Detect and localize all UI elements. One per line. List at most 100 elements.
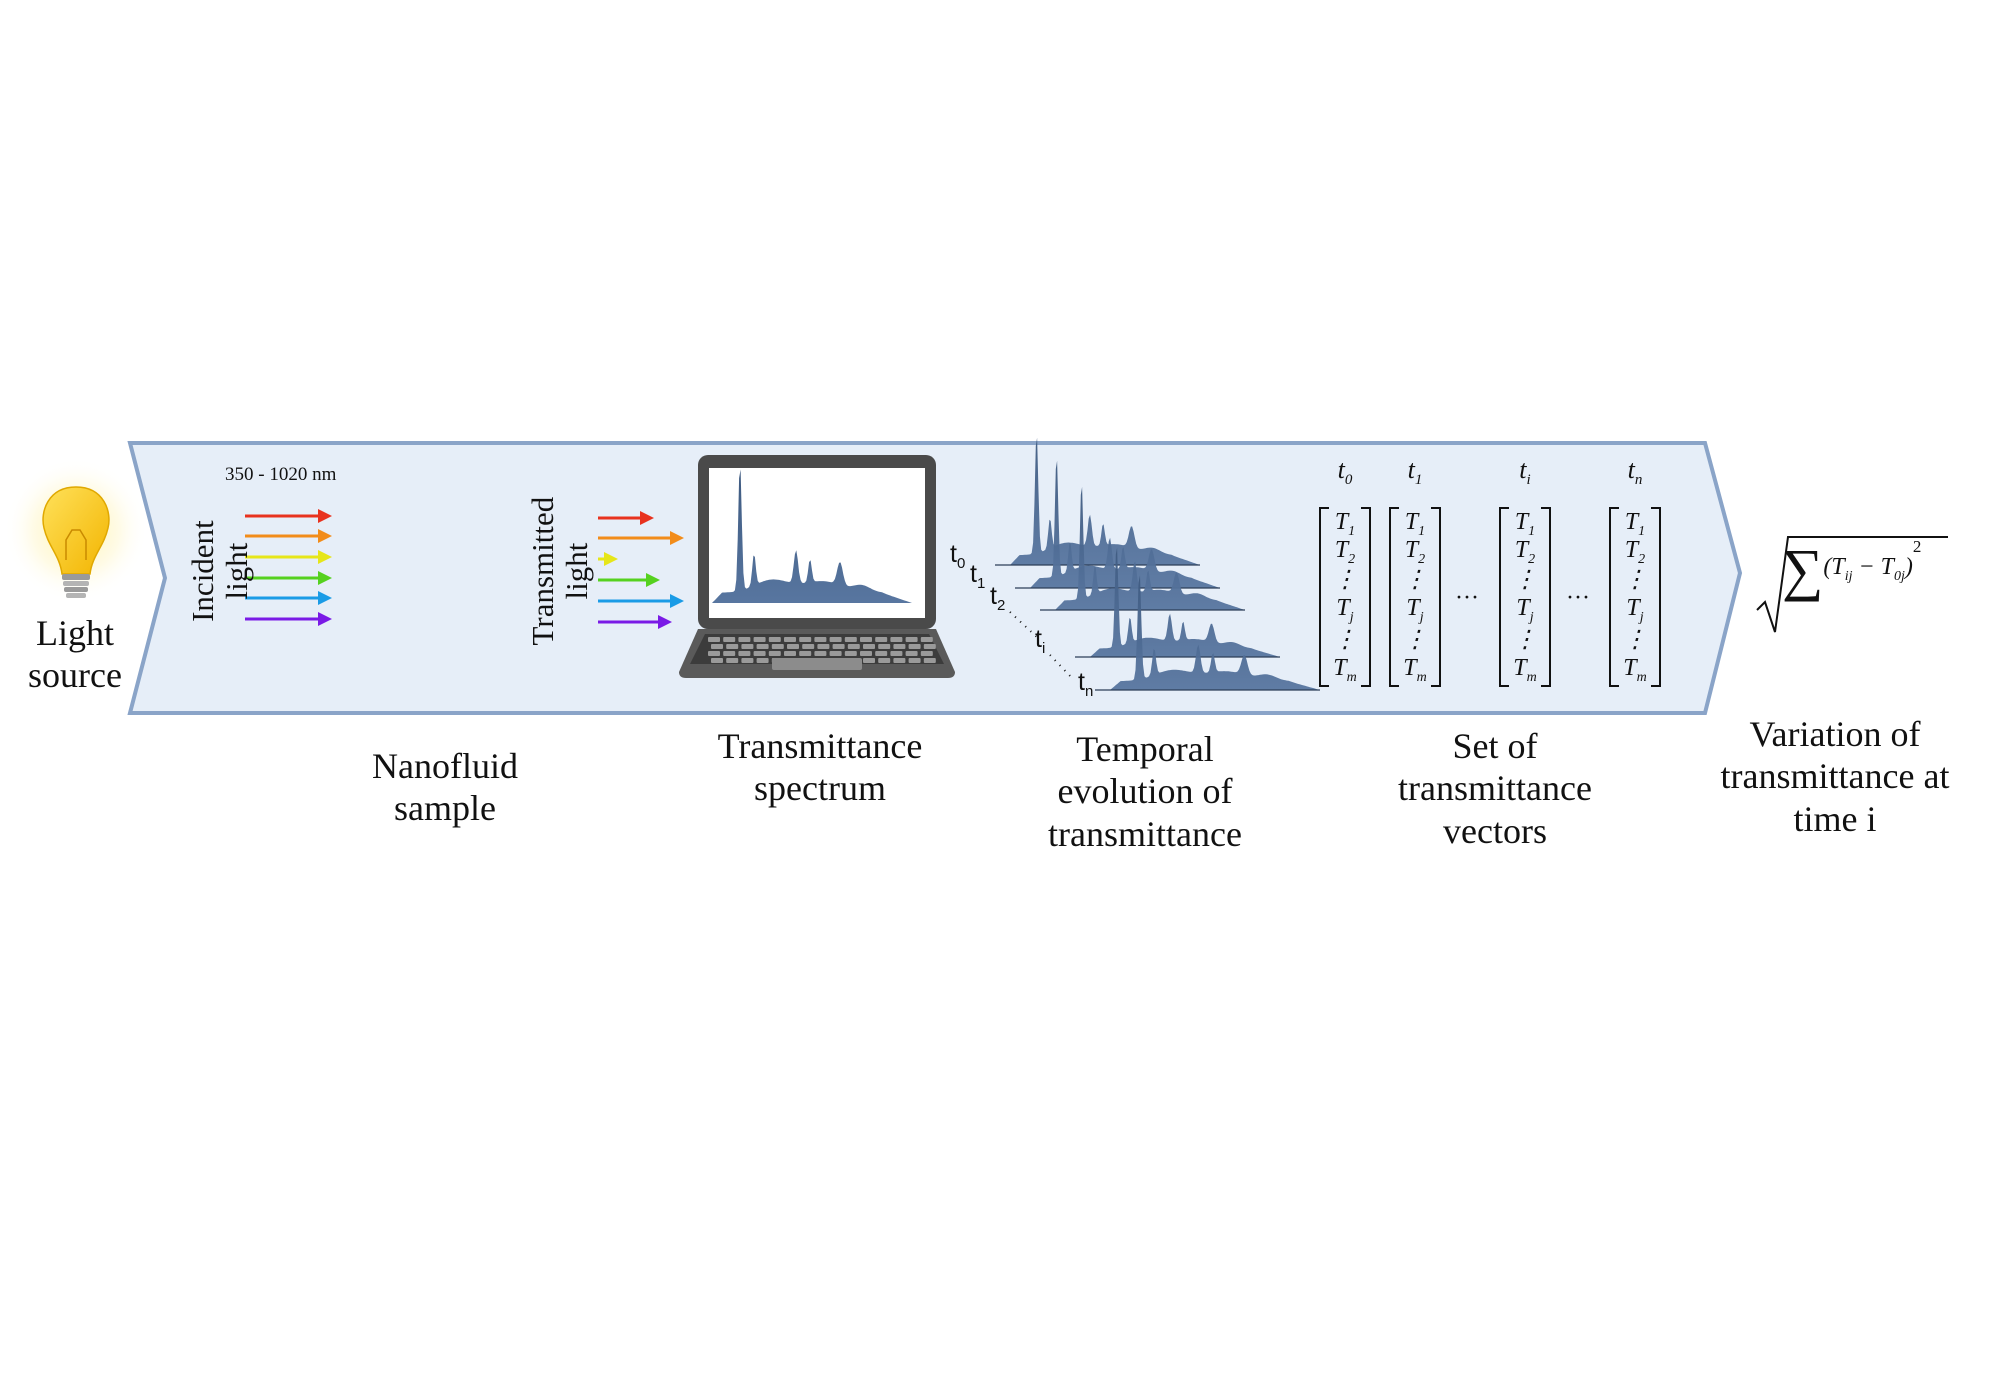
vector-set-label-line1: Set of xyxy=(1452,726,1538,766)
keyboard-key xyxy=(784,651,796,656)
keyboard-key xyxy=(923,644,936,649)
formula-exponent: 2 xyxy=(1912,536,1922,556)
keyboard-key xyxy=(817,644,830,649)
transmitted-arrow xyxy=(598,552,618,566)
temporal-spectrum-tn xyxy=(1110,575,1320,690)
vector-entry: ⋮ xyxy=(1333,567,1357,593)
vector-right-bracket xyxy=(1541,507,1551,687)
keyboard-key xyxy=(863,658,875,663)
incident-light-arrows xyxy=(245,509,332,626)
keyboard-key xyxy=(741,658,754,663)
vector-left-bracket xyxy=(1389,507,1399,687)
incident-arrow xyxy=(245,612,332,626)
transmitted-light-label-line2: light xyxy=(559,542,594,600)
vector-entry: Tm xyxy=(1333,655,1357,685)
temporal-evolution-label-line1: Temporal xyxy=(1076,729,1214,769)
radical-sign xyxy=(1756,536,1948,633)
temporal-spectrum-t1 xyxy=(1030,460,1220,588)
vector-entry: Tm xyxy=(1623,655,1647,685)
incident-arrow xyxy=(245,571,332,585)
vector-entry: T1 xyxy=(1404,509,1426,539)
transmitted-arrow xyxy=(598,615,672,629)
formula-term: (Tij − T0j) xyxy=(1823,554,1913,584)
vector-entry: ⋮ xyxy=(1403,567,1427,593)
vector-header-ti: ti xyxy=(1519,455,1531,489)
incident-light-label-line1: Incident xyxy=(184,520,220,622)
time-label-t0: t0 xyxy=(950,540,966,572)
vector-right-bracket xyxy=(1651,507,1661,687)
variation-label-line3: time i xyxy=(1793,798,1877,839)
vector-entry: ⋮ xyxy=(1623,567,1647,593)
vector-entry: T2 xyxy=(1624,537,1646,567)
keyboard-key xyxy=(905,637,918,642)
transmitted-arrow xyxy=(598,573,660,587)
light-bulb-icon xyxy=(4,458,148,602)
vector-entry: T1 xyxy=(1514,509,1536,539)
keyboard-key xyxy=(829,637,842,642)
keyboard-key xyxy=(875,637,888,642)
keyboard-key xyxy=(890,637,903,642)
light-source-label: Light source xyxy=(10,612,140,697)
temporal-evolution-label-line3: transmittance xyxy=(1048,813,1242,854)
keyboard-key xyxy=(860,637,872,642)
vector-set-label: Set of transmittance vectors xyxy=(1365,725,1625,852)
vector-header-t1: t1 xyxy=(1407,455,1423,489)
keyboard-key xyxy=(726,658,739,663)
keyboard-key xyxy=(847,644,860,649)
transmitted-light-label-line1: Transmitted xyxy=(524,496,560,646)
keyboard-key xyxy=(875,651,888,656)
keyboard-key xyxy=(893,658,906,663)
incident-arrow xyxy=(245,509,332,523)
vector-right-bracket xyxy=(1431,507,1441,687)
transmitted-arrow xyxy=(598,594,684,608)
variation-formula: ∑(Tij − T0j)2 xyxy=(1782,536,1921,603)
transmitted-arrow xyxy=(598,531,684,545)
incident-arrow xyxy=(245,529,332,543)
variation-label-line2: transmittance at xyxy=(1720,756,1950,797)
keyboard-key xyxy=(890,651,903,656)
keyboard-key xyxy=(814,651,827,656)
laptop-icon xyxy=(679,455,955,678)
incident-light-label-line2: light xyxy=(219,542,254,600)
keyboard-key xyxy=(708,651,720,656)
keyboard-key xyxy=(799,651,812,656)
incident-arrow xyxy=(245,550,332,564)
variation-label: Variation of transmittance at time i xyxy=(1690,713,1980,840)
keyboard-key xyxy=(878,644,891,649)
nanofluid-sample-label: Nanofluid sample xyxy=(320,745,570,830)
wavelength-range-label: 350 - 1020 nm xyxy=(225,464,337,485)
keyboard-key xyxy=(711,644,723,649)
keyboard-key xyxy=(920,637,933,642)
keyboard-key xyxy=(753,637,766,642)
vector-set-label-line2: transmittance xyxy=(1398,768,1592,809)
vector-entry: T2 xyxy=(1514,537,1536,567)
keyboard-key xyxy=(908,644,921,649)
vector-entry: Tm xyxy=(1513,655,1537,685)
light-source-label-line1: Light xyxy=(36,613,114,653)
vector-ellipsis-2: ··· xyxy=(1566,585,1590,611)
temporal-spectra-stack xyxy=(995,437,1320,691)
keyboard-key xyxy=(784,637,796,642)
keyboard-key xyxy=(768,651,781,656)
keyboard-key xyxy=(708,637,720,642)
keyboard-key xyxy=(832,644,845,649)
keyboard-key xyxy=(893,644,906,649)
keyboard-key xyxy=(908,658,921,663)
keyboard-key xyxy=(923,658,936,663)
incident-light-label: Incident light xyxy=(184,496,254,646)
keyboard-key xyxy=(768,637,781,642)
keyboard-key xyxy=(723,651,736,656)
vector-left-bracket xyxy=(1499,507,1509,687)
keyboard-key xyxy=(860,651,872,656)
keyboard-key xyxy=(771,644,784,649)
incident-arrow xyxy=(245,591,332,605)
laptop-spectrum-curve xyxy=(712,469,912,603)
keyboard-key xyxy=(756,658,769,663)
transmittance-spectrum-label-line2: spectrum xyxy=(754,768,886,809)
vector-entry: Tj xyxy=(1516,595,1534,625)
transmitted-light-arrows xyxy=(598,511,684,629)
transmittance-spectrum-label: Transmittance spectrum xyxy=(680,725,960,810)
